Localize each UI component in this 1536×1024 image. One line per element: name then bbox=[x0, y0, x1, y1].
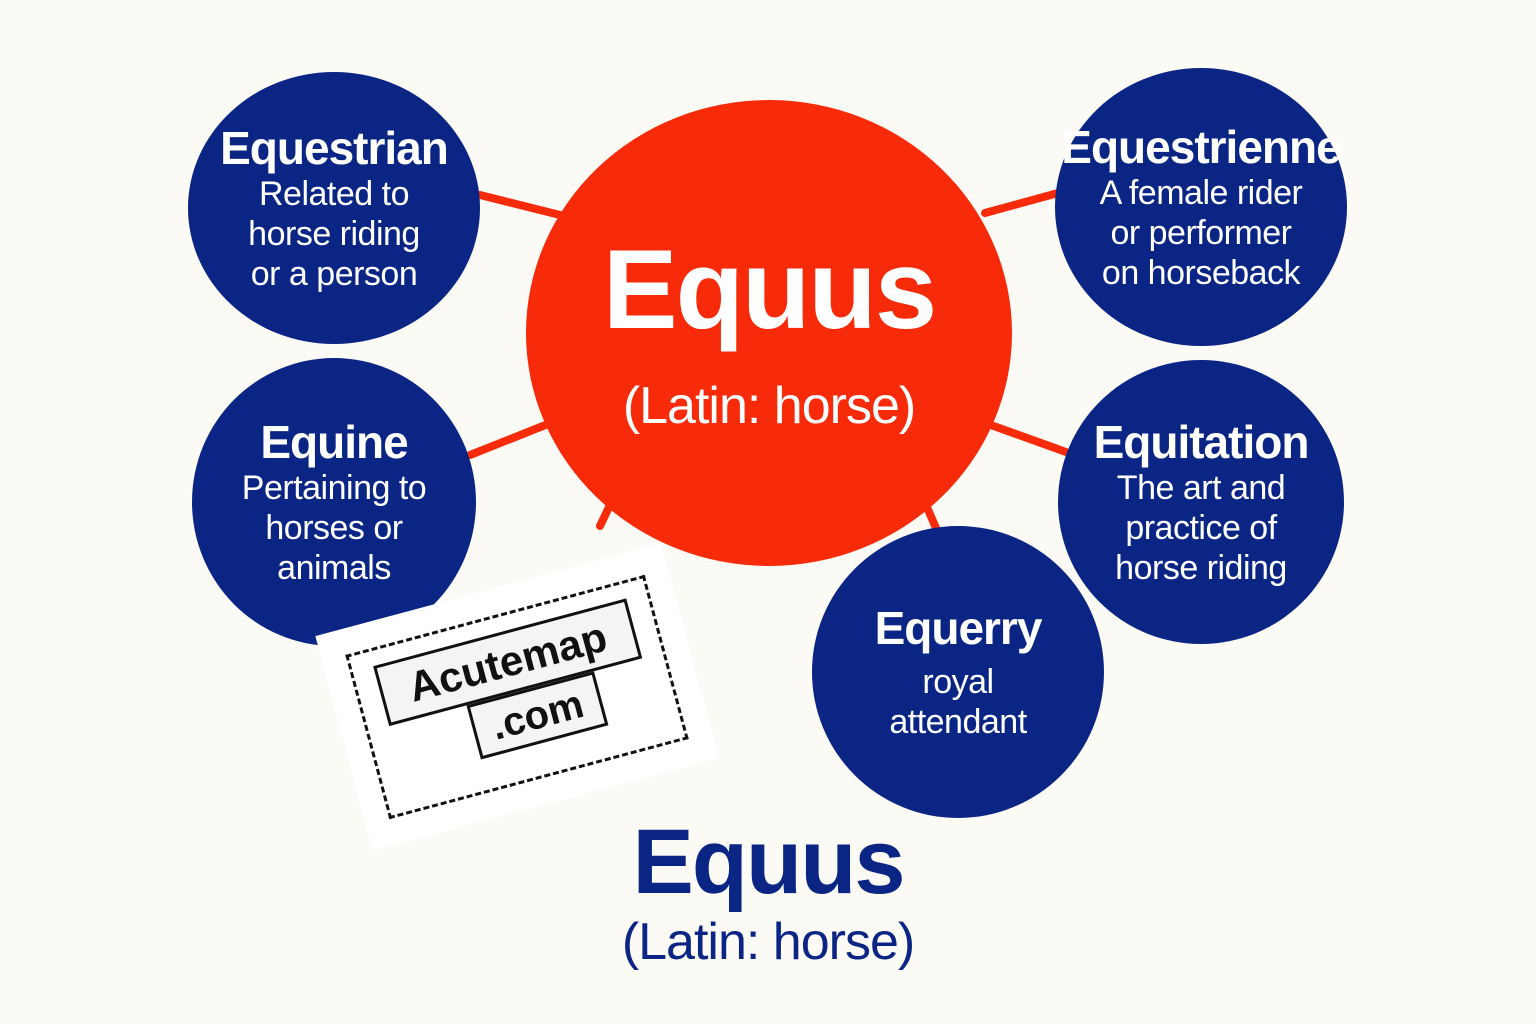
node-equestrian: Equestrian Related to horse riding or a … bbox=[188, 72, 480, 344]
node-title: Equerry bbox=[874, 602, 1043, 654]
connector-equitation bbox=[984, 420, 1070, 456]
node-description: royal attendant bbox=[889, 663, 1027, 741]
node-description: The art and practice of horse riding bbox=[1115, 469, 1287, 587]
center-subtitle: (Latin: horse) bbox=[622, 377, 916, 435]
center-title: Equus bbox=[602, 227, 937, 352]
connector-equine bbox=[466, 420, 552, 459]
connector-equestrienne bbox=[981, 189, 1062, 217]
node-description: A female rider or performer on horseback bbox=[1099, 174, 1303, 292]
node-description: Related to horse riding or a person bbox=[248, 175, 420, 293]
node-equitation: Equitation The art and practice of horse… bbox=[1058, 360, 1344, 644]
node-description: Pertaining to horses or animals bbox=[241, 469, 427, 587]
bottom-subtitle: (Latin: horse) bbox=[621, 913, 915, 971]
center-circle: Equus (Latin: horse) bbox=[526, 100, 1012, 566]
node-equestrienne: Equestrienne A female rider or performer… bbox=[1055, 68, 1347, 346]
bottom-title: Equus bbox=[632, 811, 905, 913]
node-equine: Equine Pertaining to horses or animals bbox=[192, 358, 476, 646]
node-title: Equitation bbox=[1093, 416, 1310, 468]
connector-equestrian bbox=[476, 191, 564, 219]
node-title: Equestrienne bbox=[1061, 121, 1341, 173]
node-title: Equine bbox=[260, 416, 408, 468]
node-title: Equestrian bbox=[220, 122, 449, 174]
node-equerry: Equerry royal attendant bbox=[812, 526, 1104, 818]
